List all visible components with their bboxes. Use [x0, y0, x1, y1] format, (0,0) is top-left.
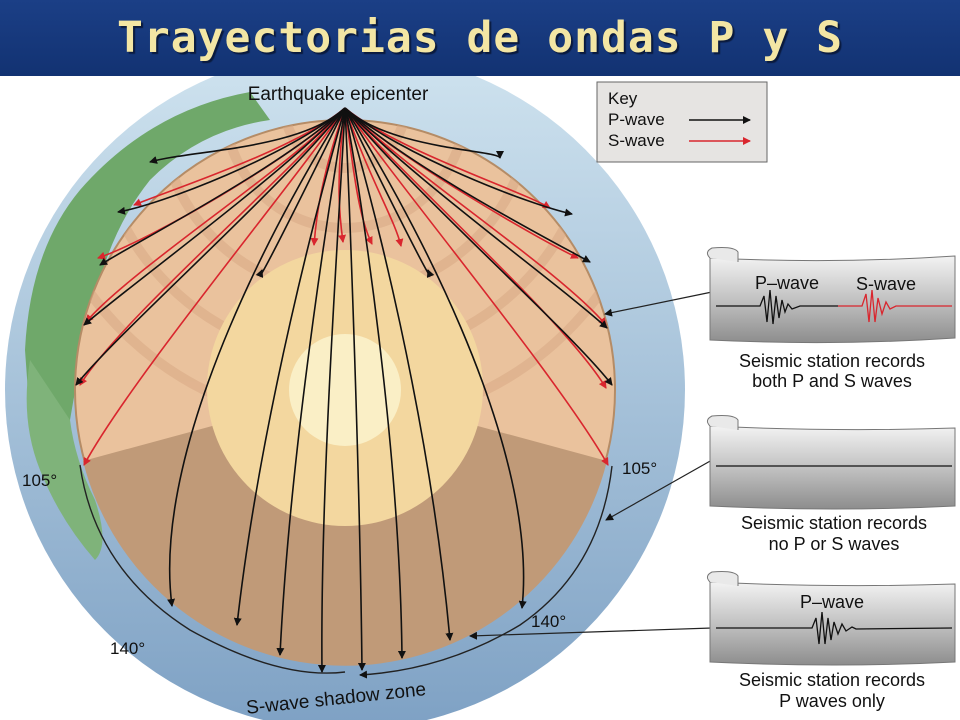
seismic-station-1: P–wave S-wave Seismic station records bo… — [706, 247, 956, 391]
angle-label-left-140: 140° — [110, 639, 145, 658]
p-wave-ray-12 — [344, 107, 406, 659]
p-wave-ray-4 — [83, 107, 346, 326]
p-wave-ray-2 — [117, 107, 346, 215]
p-wave-ray-6 — [167, 107, 346, 607]
station-3-caption-line1: Seismic station records — [739, 670, 925, 690]
s-wave-ray-11 — [344, 107, 607, 389]
shadow-zone-arc-left — [79, 464, 346, 674]
p-wave-ray-7 — [255, 107, 346, 278]
angle-label-right-105: 105° — [622, 459, 657, 478]
p-wave-ray-18 — [344, 107, 591, 263]
earth-cross-section-diagram: Earthquake epicenter 105° 105° 140° 140°… — [5, 76, 956, 720]
p-wave-ray-5 — [75, 107, 346, 386]
seismic-station-3: P–wave Seismic station records P waves o… — [706, 571, 956, 711]
pointer-station-3 — [469, 627, 713, 640]
pointer-station-1 — [604, 291, 713, 317]
shadow-zone-arc-right — [359, 465, 613, 679]
p-wave-ray-13 — [344, 107, 454, 641]
seismogram-s-trace — [838, 289, 952, 323]
s-wave-ray-8 — [344, 107, 373, 245]
pointer-station-2 — [605, 459, 713, 521]
p-wave-ray-19 — [344, 107, 573, 217]
seismogram-p-trace — [716, 289, 838, 325]
station-1-caption-line2: both P and S waves — [752, 371, 912, 391]
p-wave-ray-9 — [276, 107, 346, 656]
p-wave-ray-10 — [317, 107, 346, 673]
station-3-p-wave-label: P–wave — [800, 592, 864, 612]
p-wave-ray-3 — [99, 107, 346, 266]
station-1-p-wave-label: P–wave — [755, 273, 819, 293]
landmass-south — [26, 360, 103, 560]
s-wave-ray-3 — [85, 107, 346, 323]
key-heading: Key — [608, 89, 638, 108]
angle-label-right-140: 140° — [531, 612, 566, 631]
station-2-caption-line1: Seismic station records — [741, 513, 927, 533]
epicenter-label: Earthquake epicenter — [248, 84, 429, 105]
p-wave-paths — [75, 107, 613, 673]
p-wave-ray-14 — [344, 107, 435, 278]
inner-core — [289, 334, 401, 446]
cross-section — [74, 119, 616, 666]
p-wave-ray-8 — [233, 107, 346, 626]
s-wave-ray-12 — [344, 107, 607, 326]
station-1-s-wave-label: S-wave — [856, 274, 916, 294]
key-p-wave-label: P-wave — [608, 110, 665, 129]
s-wave-ray-10 — [344, 107, 609, 466]
p-wave-ray-11 — [344, 107, 366, 671]
s-wave-ray-7 — [338, 107, 347, 243]
key-legend: Key P-wave S-wave — [596, 81, 768, 163]
station-2-caption-line2: no P or S waves — [769, 534, 900, 554]
p-wave-ray-17 — [344, 107, 608, 329]
angle-label-left-105: 105° — [22, 471, 57, 490]
p-wave-ray-20 — [344, 107, 504, 159]
page-title: Trayectorias de ondas P y S — [117, 13, 843, 63]
s-wave-ray-5 — [83, 107, 346, 466]
p-wave-ray-16 — [344, 107, 613, 386]
p-wave-ray-1 — [149, 107, 346, 164]
station-1-caption-line1: Seismic station records — [739, 351, 925, 371]
title-bar: Trayectorias de ondas P y S — [0, 0, 960, 76]
p-wave-ray-15 — [344, 107, 527, 609]
seismogram-p-only-trace — [716, 611, 953, 645]
seismic-station-2: Seismic station records no P or S waves — [706, 415, 956, 554]
station-3-caption-line2: P waves only — [779, 691, 885, 711]
key-s-wave-label: S-wave — [608, 131, 665, 150]
s-wave-ray-9 — [344, 107, 404, 247]
